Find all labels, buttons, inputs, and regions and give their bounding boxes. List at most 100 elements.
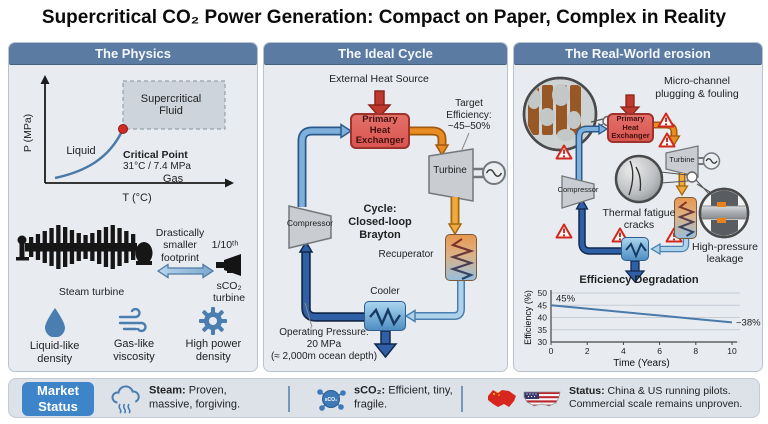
sco2-turbine-label: sCO₂ turbine bbox=[212, 280, 246, 305]
gear-icon bbox=[199, 307, 228, 335]
chart-title: Efficiency Degradation bbox=[579, 274, 699, 286]
primary-heat-exchanger: Primary Heat Exchanger bbox=[350, 113, 410, 149]
thermal-fatigue-inset-icon bbox=[614, 154, 664, 204]
sco2-turbine-icon bbox=[216, 254, 241, 276]
svg-text:35: 35 bbox=[538, 325, 548, 335]
critical-point-value: 31°C / 7.4 MPa bbox=[123, 161, 191, 172]
recuperator-box bbox=[445, 234, 477, 281]
pipe-arrowhead-icon bbox=[675, 185, 689, 197]
panel-real-header: The Real-World erosion bbox=[514, 43, 762, 65]
svg-text:45%: 45% bbox=[556, 293, 576, 304]
gas-label: Gas bbox=[162, 173, 184, 185]
pilot-status-body: China & US running pilots. Commercial sc… bbox=[569, 384, 743, 410]
warning-icon bbox=[555, 144, 573, 160]
us-flag-icon bbox=[523, 391, 561, 407]
recuperator-box bbox=[674, 197, 697, 239]
liquid-label: Liquid bbox=[66, 145, 96, 157]
generator-icon bbox=[473, 161, 506, 185]
phase-xlabel: T (°C) bbox=[122, 192, 151, 204]
supercritical-region-box bbox=[122, 80, 226, 130]
sco2-status-body: Efficient, tiny, fragile. bbox=[354, 384, 453, 410]
droplet-icon bbox=[44, 308, 65, 337]
ideal-cycle-diagram bbox=[288, 90, 506, 359]
svg-text:50: 50 bbox=[538, 288, 548, 298]
primary-heat-exchanger: Primary Heat Exchanger bbox=[607, 113, 654, 143]
steam-status-body: Proven, massive, forgiving. bbox=[149, 384, 241, 410]
phase-diagram: P (MPa) T (°C) bbox=[22, 75, 234, 204]
recuperator-coil-icon bbox=[449, 238, 475, 280]
market-status-badge: Market Status bbox=[22, 382, 94, 416]
svg-text:2: 2 bbox=[585, 346, 590, 356]
svg-text:10: 10 bbox=[727, 346, 737, 356]
svg-text:8: 8 bbox=[693, 346, 698, 356]
heat-input-arrow-icon bbox=[619, 94, 641, 118]
efficiency-callout-line bbox=[460, 132, 470, 153]
divider bbox=[461, 386, 463, 412]
steam-cloud-icon bbox=[111, 385, 140, 414]
svg-text:0: 0 bbox=[549, 346, 554, 356]
generator-icon bbox=[698, 152, 721, 170]
cooler-label: Cooler bbox=[370, 286, 400, 297]
cooler-coil-icon bbox=[625, 241, 647, 259]
compressor-label: Compressor bbox=[557, 185, 599, 194]
supercritical-label: Supercritical Fluid bbox=[140, 93, 202, 117]
sco2-status-text: sCO₂: Efficient, tiny, fragile. bbox=[354, 384, 464, 412]
cooler-coil-icon bbox=[369, 306, 401, 328]
panel-ideal-header: The Ideal Cycle bbox=[264, 43, 507, 65]
wind-icon bbox=[118, 307, 147, 333]
page-title: Supercritical CO₂ Power Generation: Comp… bbox=[41, 7, 727, 28]
heat-rejection-arrow-icon bbox=[624, 260, 646, 284]
pipe-arrowhead-icon bbox=[434, 144, 450, 157]
steam-turbine-illustration bbox=[16, 225, 153, 269]
pipe-arrowhead-icon bbox=[340, 123, 353, 139]
benefit-label: Gas-like viscosity bbox=[113, 338, 155, 363]
panel-real-world: The Real-World erosion bbox=[513, 42, 763, 372]
benefit-label: Liquid-like density bbox=[29, 340, 80, 365]
micro-channel-note: Micro-channel plugging & fouling bbox=[655, 75, 739, 100]
y-axis-arrow-icon bbox=[40, 75, 50, 84]
sco2-molecule-icon: sCO₂ bbox=[317, 389, 346, 411]
pipe-arrowhead-icon bbox=[575, 197, 589, 210]
phase-axes bbox=[44, 81, 229, 184]
pipe-arrowhead-icon bbox=[650, 242, 661, 256]
svg-text:40: 40 bbox=[538, 313, 548, 323]
molecule-label: sCO₂ bbox=[325, 397, 338, 403]
steam-turbine-label: Steam turbine bbox=[58, 286, 125, 298]
benefit-label: High power density bbox=[185, 338, 242, 363]
critical-point-dot bbox=[118, 124, 128, 134]
heat-input-arrow-icon bbox=[367, 90, 392, 119]
thermal-fatigue-note: Thermal fatigue cracks bbox=[602, 207, 676, 232]
pipe-arrowhead-icon bbox=[447, 223, 463, 236]
warning-icon bbox=[657, 112, 675, 128]
svg-text:6: 6 bbox=[657, 346, 662, 356]
market-status-bar: Market Status Steam: Proven, massive, fo… bbox=[8, 378, 760, 418]
turbine-label: Turbine bbox=[433, 165, 467, 176]
pilot-status-prefix: Status: bbox=[569, 384, 605, 397]
warm-pipe bbox=[415, 281, 465, 320]
svg-text:30: 30 bbox=[538, 337, 548, 347]
external-heat-label: External Heat Source bbox=[329, 73, 429, 85]
warning-icon bbox=[658, 132, 676, 148]
operating-pressure-note: Operating Pressure: 20 MPa (≈ 2,000m oce… bbox=[270, 327, 378, 362]
cold-pipe bbox=[297, 126, 341, 207]
pilot-status-text: Status: China & US running pilots. Comme… bbox=[569, 385, 761, 411]
double-arrow-icon bbox=[157, 263, 215, 279]
panel-ideal-cycle: The Ideal Cycle bbox=[263, 42, 508, 372]
leakage-inset-icon bbox=[698, 187, 750, 239]
turbine-label: Turbine bbox=[669, 155, 695, 164]
leakage-note: High-pressure leakage bbox=[692, 241, 758, 266]
micro-channel-inset-icon bbox=[522, 76, 613, 152]
svg-text:4: 4 bbox=[621, 346, 626, 356]
steam-status-text: Steam: Proven, massive, forgiving. bbox=[149, 384, 264, 412]
pipe-arrowhead-icon bbox=[298, 240, 314, 253]
compressor-label: Compressor bbox=[286, 218, 334, 228]
recuperator-coil-icon bbox=[677, 201, 696, 237]
target-efficiency-note: Target Efficiency: ~45–50% bbox=[446, 98, 492, 132]
pipe-arrowhead-icon bbox=[404, 309, 416, 323]
pipe-arrowhead-icon bbox=[598, 122, 609, 136]
steam-status-prefix: Steam: bbox=[149, 384, 186, 397]
critical-point-title: Critical Point bbox=[123, 149, 188, 161]
critical-point-callout: Critical Point 31°C / 7.4 MPa bbox=[123, 149, 209, 172]
footprint-note: Drastically smaller footprint bbox=[155, 227, 205, 264]
